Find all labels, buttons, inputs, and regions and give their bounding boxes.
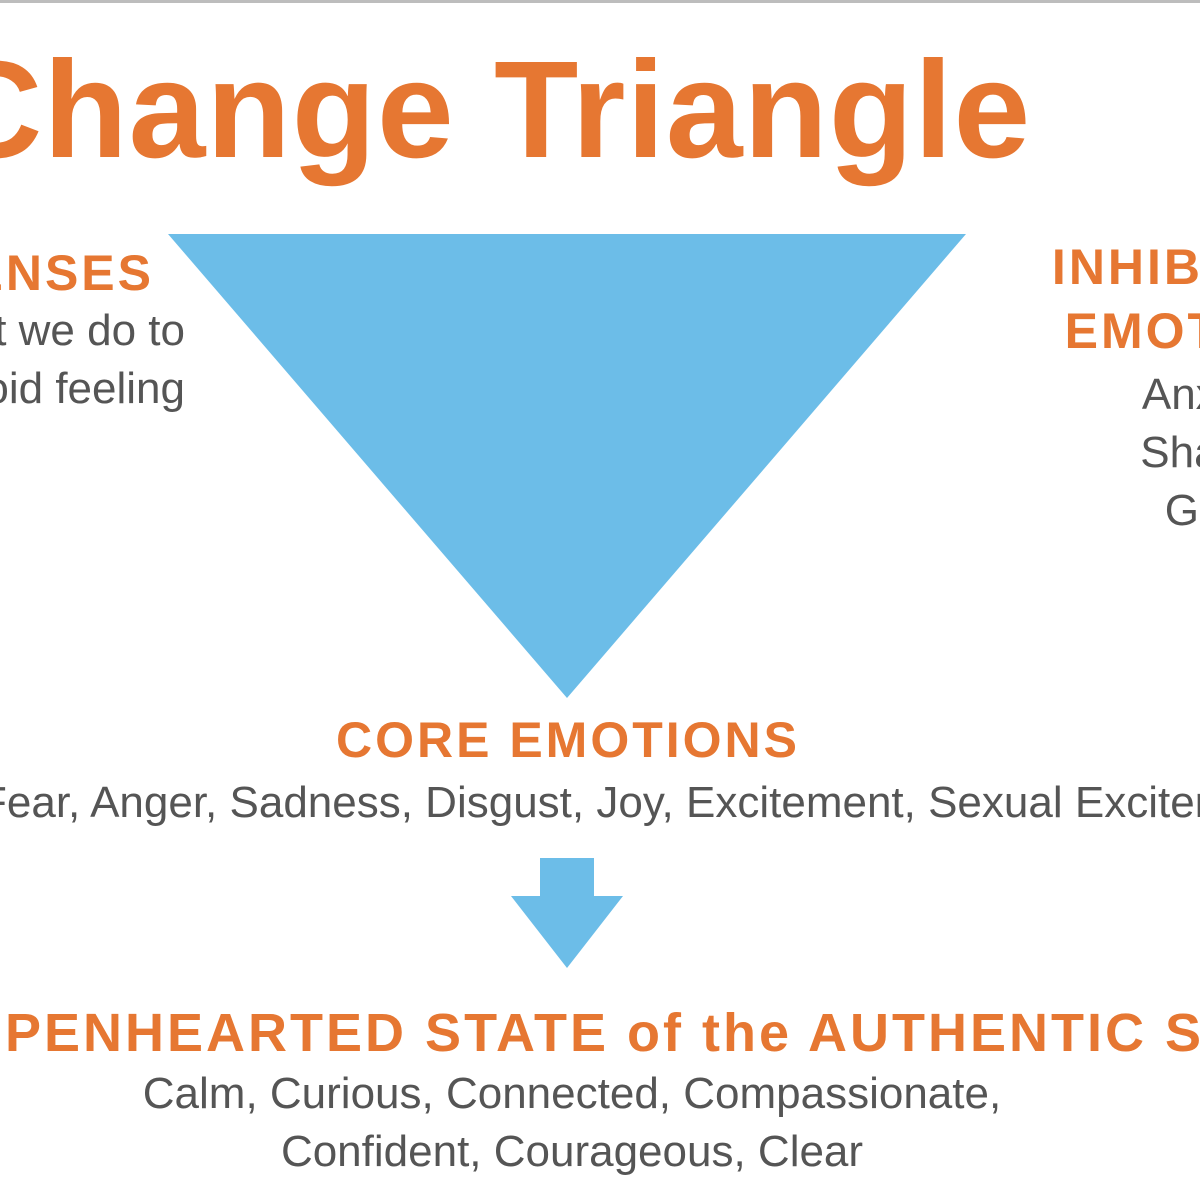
inhibitory-item-guilt: Guilt bbox=[1164, 486, 1200, 535]
defenses-description-line-1: What we do to bbox=[0, 306, 185, 355]
openhearted-qualities-line-1: Calm, Curious, Connected, Compassionate, bbox=[142, 1069, 1002, 1118]
change-triangle bbox=[168, 234, 966, 698]
core-emotions-heading: CORE EMOTIONS bbox=[335, 712, 801, 768]
inhibitory-heading-line-2: EMOTIONS bbox=[1064, 303, 1200, 359]
page-title: The Change Triangle bbox=[0, 33, 1032, 187]
defenses-description-line-2: avoid feeling bbox=[0, 364, 185, 413]
top-border bbox=[0, 0, 1200, 3]
defenses-heading: DEFENSES bbox=[0, 245, 154, 301]
core-emotions-list: Fear, Anger, Sadness, Disgust, Joy, Exci… bbox=[0, 778, 1200, 827]
openhearted-qualities-line-2: Confident, Courageous, Clear bbox=[280, 1127, 864, 1176]
inhibitory-emotions-panel: INHIBITORY EMOTIONS Anxiety Shame Guilt bbox=[990, 236, 1200, 576]
inhibitory-item-anxiety: Anxiety bbox=[1141, 370, 1200, 419]
inhibitory-item-shame: Shame bbox=[1140, 428, 1200, 477]
openhearted-state-heading: OPENHEARTED STATE of the AUTHENTIC SELF bbox=[0, 1003, 1200, 1063]
down-arrow-icon bbox=[511, 858, 623, 968]
inhibitory-heading-line-1: INHIBITORY bbox=[1051, 239, 1200, 295]
